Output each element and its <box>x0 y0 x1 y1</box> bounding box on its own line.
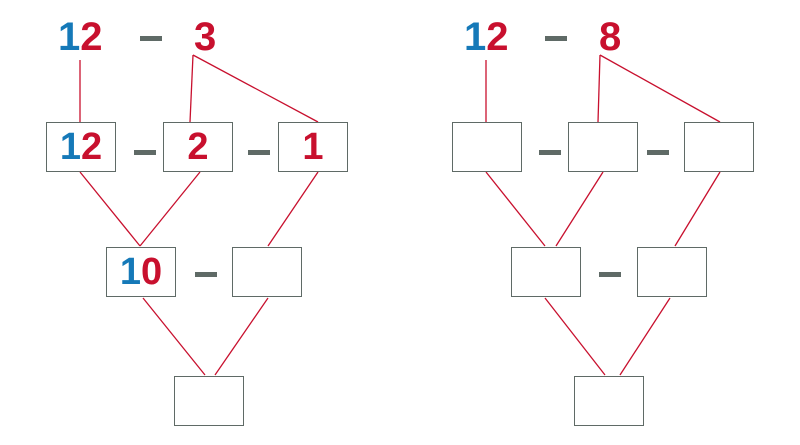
minus-sign <box>647 150 669 155</box>
connector-line <box>142 297 206 376</box>
left-box-result[interactable] <box>174 376 244 426</box>
minus-sign <box>539 150 561 155</box>
connector-line <box>544 297 606 376</box>
connector-line <box>139 171 201 247</box>
minus-sign <box>140 36 162 41</box>
tens-digit: 1 <box>119 251 141 293</box>
connector-line <box>599 54 721 123</box>
connector-line <box>267 171 319 247</box>
ones-digit: 2 <box>187 126 209 168</box>
tens-digit: 1 <box>58 15 81 59</box>
right-box-part-2[interactable] <box>684 122 754 172</box>
left-box-remaining[interactable] <box>232 247 302 297</box>
minus-sign <box>195 272 217 277</box>
right-box-part-1[interactable] <box>568 122 638 172</box>
ones-digit: 2 <box>80 15 103 59</box>
connector-line <box>192 54 319 123</box>
minus-sign <box>545 36 567 41</box>
left-subtrahend: 3 <box>194 15 217 59</box>
minus-sign <box>134 150 156 155</box>
right-box-remaining[interactable] <box>637 247 707 297</box>
connector-line <box>674 171 721 247</box>
ones-digit: 0 <box>141 251 163 293</box>
connector-line <box>189 54 194 123</box>
ones-digit: 2 <box>81 126 103 168</box>
right-box-result[interactable] <box>574 376 644 426</box>
minus-sign <box>599 272 621 277</box>
tens-digit: 1 <box>59 126 81 168</box>
connector-line <box>555 171 604 247</box>
connector-line <box>597 54 601 123</box>
connector-line <box>214 297 269 376</box>
connector-line <box>619 297 671 376</box>
right-subtrahend: 8 <box>599 15 622 59</box>
right-box-intermediate[interactable] <box>511 247 581 297</box>
ones-digit: 2 <box>486 15 509 59</box>
connector-line <box>79 171 141 247</box>
minus-sign <box>248 150 270 155</box>
ones-digit: 1 <box>302 126 324 168</box>
right-box-minuend[interactable] <box>452 122 522 172</box>
connector-line <box>485 171 546 247</box>
tens-digit: 1 <box>464 15 487 59</box>
left-box-part-1[interactable]: 2 <box>163 122 233 172</box>
left-box-part-2[interactable]: 1 <box>278 122 348 172</box>
